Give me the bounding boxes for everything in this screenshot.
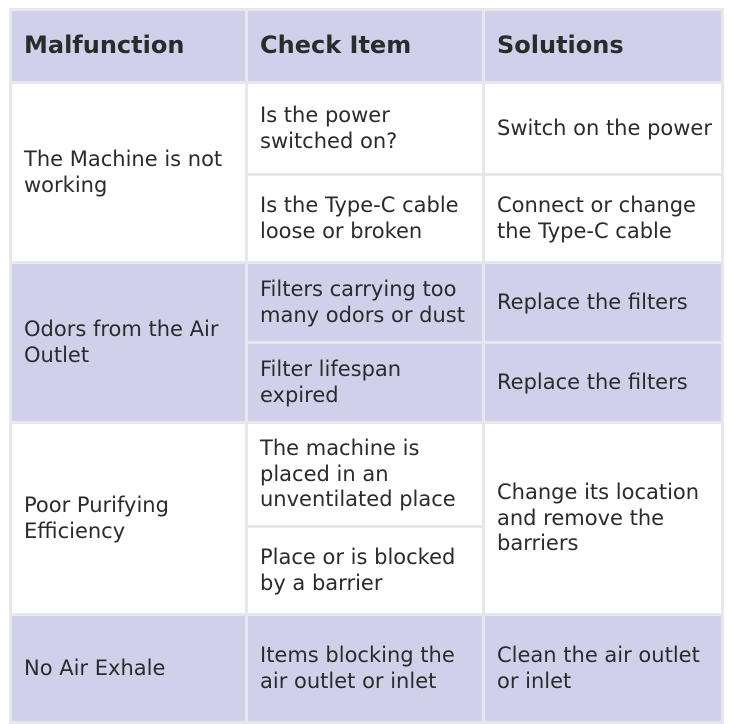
check-item-cell: Filters carrying too many odors or dust — [245, 261, 485, 344]
check-item-cell: Filter lifespan expired — [245, 341, 485, 424]
table-row: No Air Exhale Items blocking the air out… — [9, 613, 724, 724]
header-solutions: Solutions — [482, 8, 724, 84]
header-check-item: Check Item — [245, 8, 485, 84]
solution-cell: Replace the filters — [482, 341, 724, 424]
check-item-cell: Is the power switched on? — [245, 81, 485, 176]
troubleshooting-table: Malfunction Check Item Solutions The Mac… — [9, 8, 724, 724]
solution-cell: Change its location and remove the barri… — [482, 421, 724, 616]
check-item-cell: Items blocking the air outlet or inlet — [245, 613, 485, 724]
table-row: Odors from the Air Outlet Filters carryi… — [9, 261, 724, 424]
table-row: Is the Type-C cable loose or broken Conn… — [11, 173, 724, 264]
solution-cell: Connect or change the Type-C cable — [482, 173, 724, 264]
malfunction-cell: Odors from the Air Outlet — [9, 261, 248, 424]
table-row: Poor Purifying Efficiency The machine is… — [9, 421, 724, 616]
check-item-cell: The machine is placed in an unventilated… — [245, 421, 485, 528]
check-item-cell: Place or is blocked by a barrier — [245, 525, 485, 616]
solution-cell: Replace the filters — [482, 261, 724, 344]
table-row: Filter lifespan expired Replace the filt… — [11, 341, 724, 424]
solution-cell: Clean the air outlet or inlet — [482, 613, 724, 724]
check-item-cell: Is the Type-C cable loose or broken — [245, 173, 485, 264]
table-row: Place or is blocked by a barrier — [11, 525, 723, 616]
malfunction-cell: Poor Purifying Efficiency — [9, 421, 248, 616]
malfunction-cell: No Air Exhale — [9, 613, 248, 724]
solution-cell: Switch on the power — [482, 81, 724, 176]
header-row: Malfunction Check Item Solutions — [9, 8, 724, 84]
header-malfunction: Malfunction — [9, 8, 248, 84]
table-row: The Machine is not working Is the power … — [9, 81, 724, 264]
malfunction-cell: The Machine is not working — [9, 81, 248, 264]
